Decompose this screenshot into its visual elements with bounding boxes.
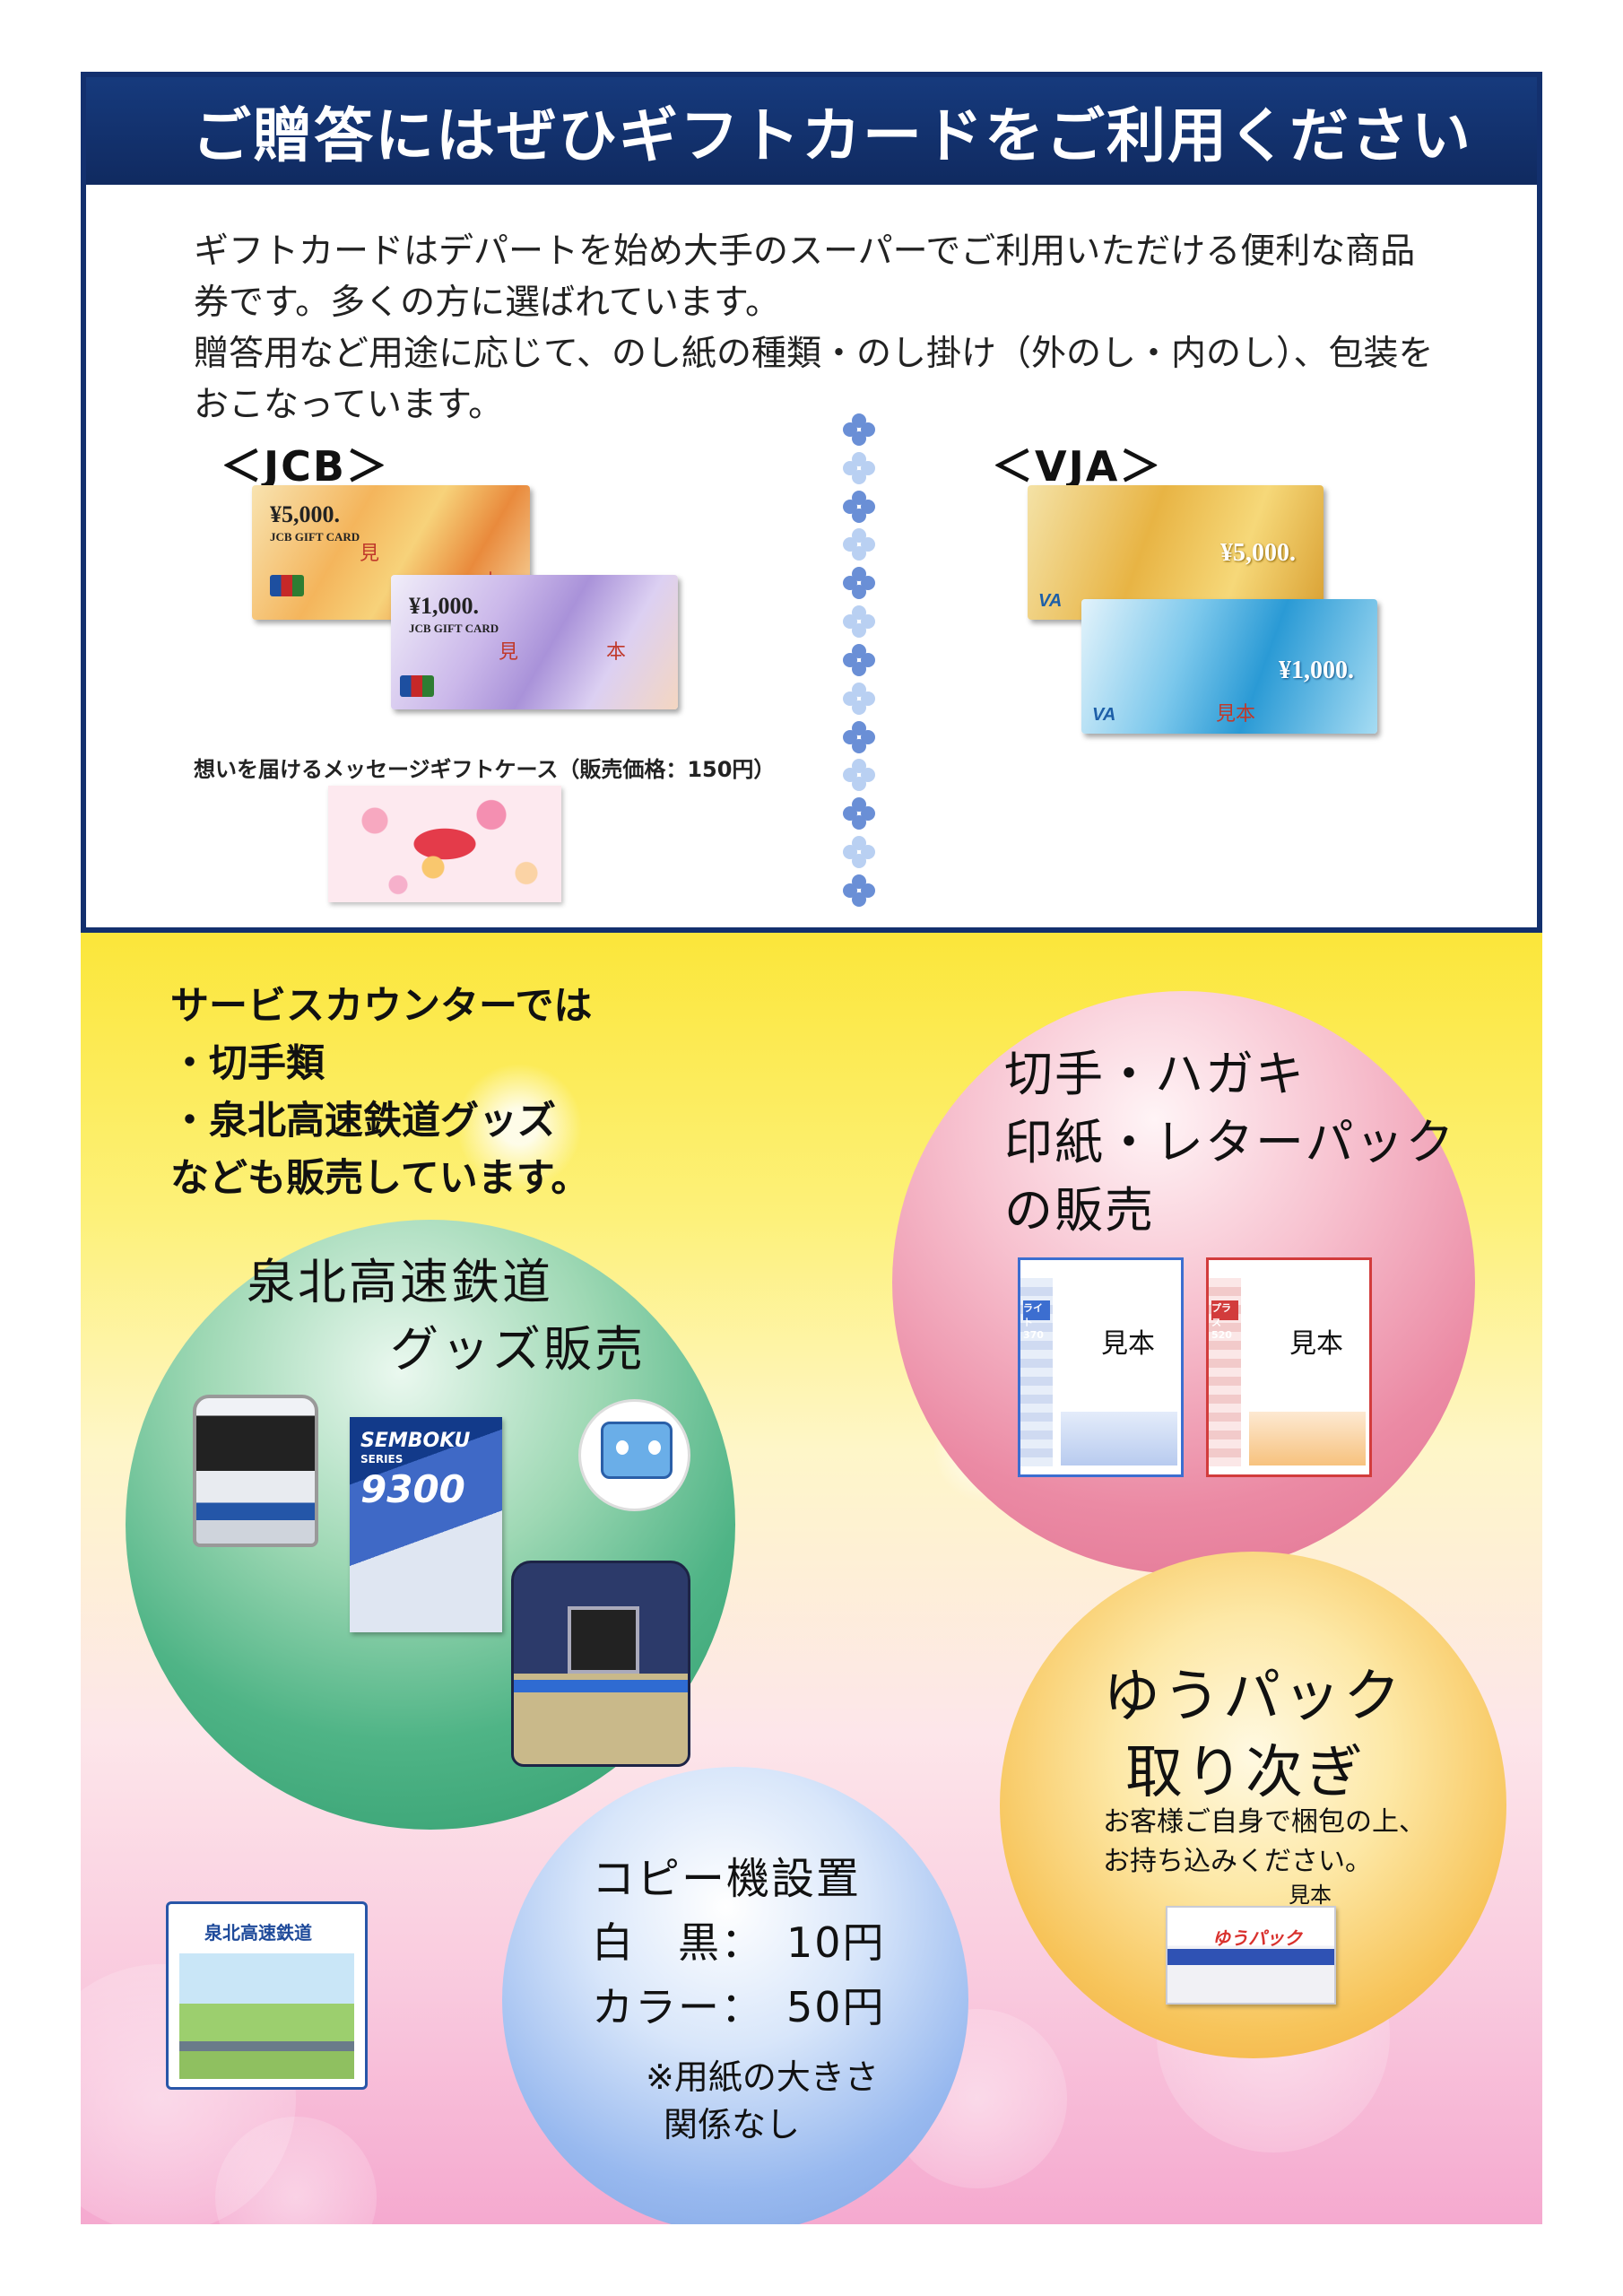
copy-note: ※用紙の大きさ — [646, 2057, 879, 2097]
gift-card-intro: ギフトカードはデパートを始め大手のスーパーでご利用いただける便利な商品 券です。… — [194, 226, 1467, 430]
jcb-gift-card-1000: ¥1,000. JCB GIFT CARD 見 本 — [391, 575, 678, 709]
intro-line: ギフトカードはデパートを始め大手のスーパーでご利用いただける便利な商品 — [194, 231, 1416, 272]
intro-line: おこなっています。 — [194, 385, 504, 425]
stamps-line: 切手・ハガキ — [1004, 1046, 1306, 1102]
stamps-title: 切手・ハガキ 印紙・レターパック の販売 — [1004, 1040, 1455, 1245]
card-name: JCB GIFT CARD — [409, 622, 499, 635]
jcb-label: ＜JCB＞ — [221, 442, 389, 491]
backpack-stripe — [514, 1680, 688, 1692]
yupack-title: ゆうパック — [1103, 1664, 1403, 1730]
jcb-logo-icon — [270, 575, 304, 596]
gift-card-section: ご贈答にはぜひギフトカードをご利用ください ギフトカードはデパートを始め大手のス… — [81, 72, 1542, 933]
card-amount: ¥5,000. — [1220, 539, 1296, 567]
flower-icon — [843, 682, 875, 715]
flower-icon — [843, 528, 875, 561]
flower-icon — [843, 720, 875, 753]
mascot-image — [578, 1399, 690, 1511]
letterpack-light-image: ライト 370 見本 — [1018, 1257, 1184, 1477]
vja-gift-card-5000: ¥5,000. VA — [1028, 485, 1324, 620]
yupack-note: お客様ご自身で梱包の上、 お持ち込みください。 — [1103, 1803, 1426, 1882]
clear-file-number: 9300 — [360, 1467, 465, 1511]
yupack-title: 取り次ぎ — [1125, 1740, 1366, 1806]
copy-price-color: カラー： 50円 — [592, 1983, 886, 2031]
mascot-eye — [648, 1440, 661, 1455]
yupack-note-line: お客様ご自身で梱包の上、 — [1103, 1806, 1426, 1838]
letterpack-footer — [1061, 1412, 1177, 1465]
sample-mark: 見本 — [1216, 702, 1256, 725]
flower-icon — [843, 874, 875, 907]
service-counter-intro: サービスカウンターでは ・切手類 ・泉北高速鉄道グッズ なども販売しています。 — [170, 978, 592, 1207]
flower-icon — [843, 643, 875, 676]
intro-line: 券です。多くの方に選ばれています。 — [194, 283, 781, 323]
card-amount: ¥5,000. — [270, 501, 340, 527]
letterpack-footer — [1249, 1412, 1366, 1465]
service-counter-section: サービスカウンターでは ・切手類 ・泉北高速鉄道グッズ なども販売しています。 … — [81, 933, 1542, 2224]
train-keychain-image — [193, 1395, 318, 1547]
flower-divider — [839, 413, 879, 907]
message-gift-case-image — [328, 786, 561, 902]
gift-card-title: ご贈答にはぜひギフトカードをご利用ください — [86, 77, 1537, 185]
goods-title: 泉北高速鉄道 — [247, 1254, 553, 1310]
intro-line: ・切手類 — [170, 1041, 325, 1086]
intro-line: サービスカウンターでは — [170, 984, 593, 1029]
mascot-eye — [616, 1440, 629, 1455]
mascot-face — [601, 1422, 673, 1479]
vja-gift-card-1000: ¥1,000. VA 見本 — [1081, 599, 1377, 734]
card-amount: ¥1,000. — [1279, 657, 1354, 684]
sample-mark: 見本 — [1289, 1883, 1332, 1908]
sample-mark: 見本 — [1101, 1328, 1155, 1360]
clear-file-brand: SEMBOKU — [360, 1430, 471, 1452]
vja-logo-icon: VA — [1038, 591, 1063, 611]
letterpack-plus-image: プラス 520 見本 — [1206, 1257, 1372, 1477]
sample-mark: 見本 — [1289, 1328, 1343, 1360]
flower-icon — [843, 567, 875, 600]
flower-icon — [843, 413, 875, 446]
flower-icon — [843, 451, 875, 484]
stamps-line: の販売 — [1004, 1182, 1155, 1239]
stamps-sphere — [892, 991, 1475, 1574]
card-amount: ¥1,000. — [409, 593, 479, 619]
flower-icon — [843, 490, 875, 523]
jcb-logo-icon — [400, 675, 434, 697]
flower-icon — [843, 797, 875, 831]
intro-line: 贈答用など用途に応じて、のし紙の種類・のし掛け（外のし・内のし）、包装を — [194, 334, 1434, 374]
vja-logo-icon: VA — [1092, 705, 1116, 725]
postcard-title: 泉北高速鉄道 — [204, 1922, 312, 1944]
letterpack-price-mark: ライト 370 — [1023, 1300, 1050, 1341]
yupack-logo: ゆうパック — [1212, 1927, 1302, 1949]
copy-machine-sphere — [502, 1767, 968, 2224]
card-name: JCB GIFT CARD — [270, 530, 360, 544]
sample-mark: 本 — [606, 640, 627, 663]
copy-machine-title: コピー機設置 — [592, 1854, 862, 1904]
stamps-line: 印紙・レターパック — [1004, 1114, 1456, 1170]
gift-case-caption: 想いを届けるメッセージギフトケース（販売価格：150円） — [194, 757, 776, 782]
copy-note: 関係なし — [664, 2105, 801, 2144]
letterpack-price-mark: プラス 520 — [1211, 1300, 1238, 1341]
backpack-window — [568, 1606, 639, 1674]
vja-label: ＜VJA＞ — [992, 442, 1163, 491]
yupack-box-image: ゆうパック 見本 — [1166, 1883, 1336, 2005]
flower-icon — [843, 605, 875, 639]
postcard-scene — [179, 1953, 354, 2079]
goods-title: グッズ販売 — [390, 1321, 646, 1378]
copy-price-bw: 白 黒： 10円 — [592, 1918, 886, 1967]
yupack-note-line: お持ち込みください。 — [1103, 1846, 1372, 1877]
yupack-box-stripe — [1167, 1949, 1334, 1965]
sample-mark: 見 — [360, 542, 380, 564]
railway-postcard-image: 泉北高速鉄道 — [166, 1901, 368, 2090]
intro-line: ・泉北高速鉄道グッズ — [170, 1099, 556, 1144]
flower-icon — [843, 836, 875, 869]
sample-mark: 見 — [499, 640, 519, 663]
clear-file-image: SEMBOKU SERIES 9300 — [350, 1417, 502, 1632]
train-backpack-image — [511, 1561, 690, 1767]
clear-file-series: SERIES — [360, 1453, 404, 1465]
flower-icon — [843, 759, 875, 792]
intro-line: なども販売しています。 — [170, 1156, 590, 1201]
